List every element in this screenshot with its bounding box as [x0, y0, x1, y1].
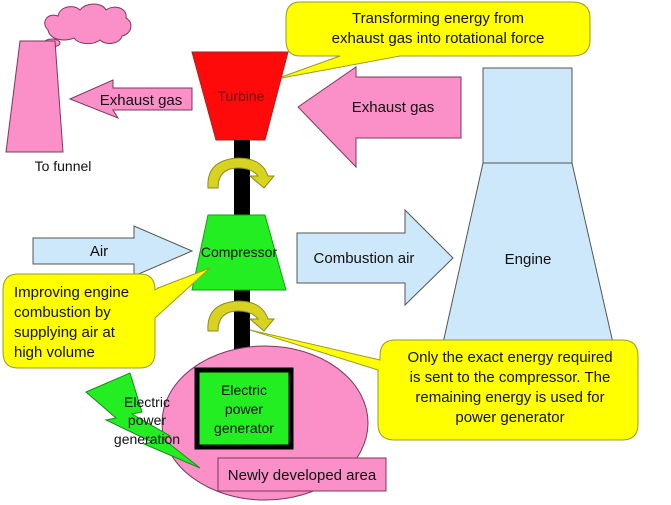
compressor-callout-line: combustion by	[14, 304, 111, 321]
exhaust-gas-arrow-left: Exhaust gas	[68, 79, 193, 120]
to-funnel-label: To funnel	[35, 158, 92, 174]
compressor-body	[191, 214, 287, 291]
compressor-callout: Improving engine combustion by supplying…	[2, 267, 211, 369]
turbine-callout: Transforming energy from exhaust gas int…	[275, 1, 591, 80]
energy-callout: Only the exact energy required is sent t…	[249, 329, 639, 441]
combustion-air-label: Combustion air	[314, 250, 415, 267]
energy-callout-line: Only the exact energy required	[407, 349, 612, 366]
funnel: To funnel	[5, 3, 132, 174]
turbine-body	[191, 51, 289, 141]
combustion-air-arrow: Combustion air	[296, 208, 454, 307]
turbine-label: Turbine	[218, 88, 265, 104]
compressor-callout-line: supplying air at	[14, 324, 116, 341]
air-arrow: Air	[32, 225, 194, 277]
engine-label: Engine	[505, 251, 552, 268]
generator-label-line: power	[225, 401, 263, 417]
compressor-callout-line: Improving engine	[14, 284, 129, 301]
turbine: Turbine	[191, 51, 289, 141]
rotation-arrow-icon	[207, 157, 276, 189]
compressor: Compressor	[191, 214, 287, 291]
energy-callout-line: remaining energy is used for	[415, 389, 604, 406]
air-label: Air	[90, 243, 108, 260]
power-generation-label-line: generation	[114, 431, 180, 447]
newly-developed-area-label: Newly developed area	[228, 467, 377, 484]
generator-label-line: Electric	[221, 382, 267, 398]
newly-developed-area-tag: Newly developed area	[217, 457, 387, 492]
exhaust-gas-arrow-right: Exhaust gas	[297, 66, 462, 169]
generator-label-line: generator	[214, 420, 274, 436]
rotation-arrow-icon	[207, 300, 276, 332]
energy-callout-line: power generator	[455, 409, 564, 426]
power-generation-label-line: power	[128, 412, 166, 428]
engine: Engine	[442, 67, 614, 344]
engine-top	[482, 67, 573, 164]
power-generation-label-line: Electric	[124, 394, 170, 410]
compressor-label: Compressor	[201, 244, 278, 260]
electric-power-generator: Electric power generator	[194, 367, 294, 450]
exhaust-gas-left-label: Exhaust gas	[100, 92, 183, 109]
energy-callout-line: is sent to the compressor. The	[410, 369, 611, 386]
compressor-callout-line: high volume	[14, 344, 95, 361]
generator-box	[194, 367, 294, 450]
exhaust-gas-right-label: Exhaust gas	[352, 99, 435, 116]
lightning-bolt-icon	[85, 372, 201, 469]
smoke-cloud-icon	[44, 3, 132, 45]
turbine-callout-line: Transforming energy from	[352, 10, 524, 27]
chimney	[5, 40, 64, 153]
turbine-callout-line: exhaust gas into rotational force	[332, 30, 545, 47]
